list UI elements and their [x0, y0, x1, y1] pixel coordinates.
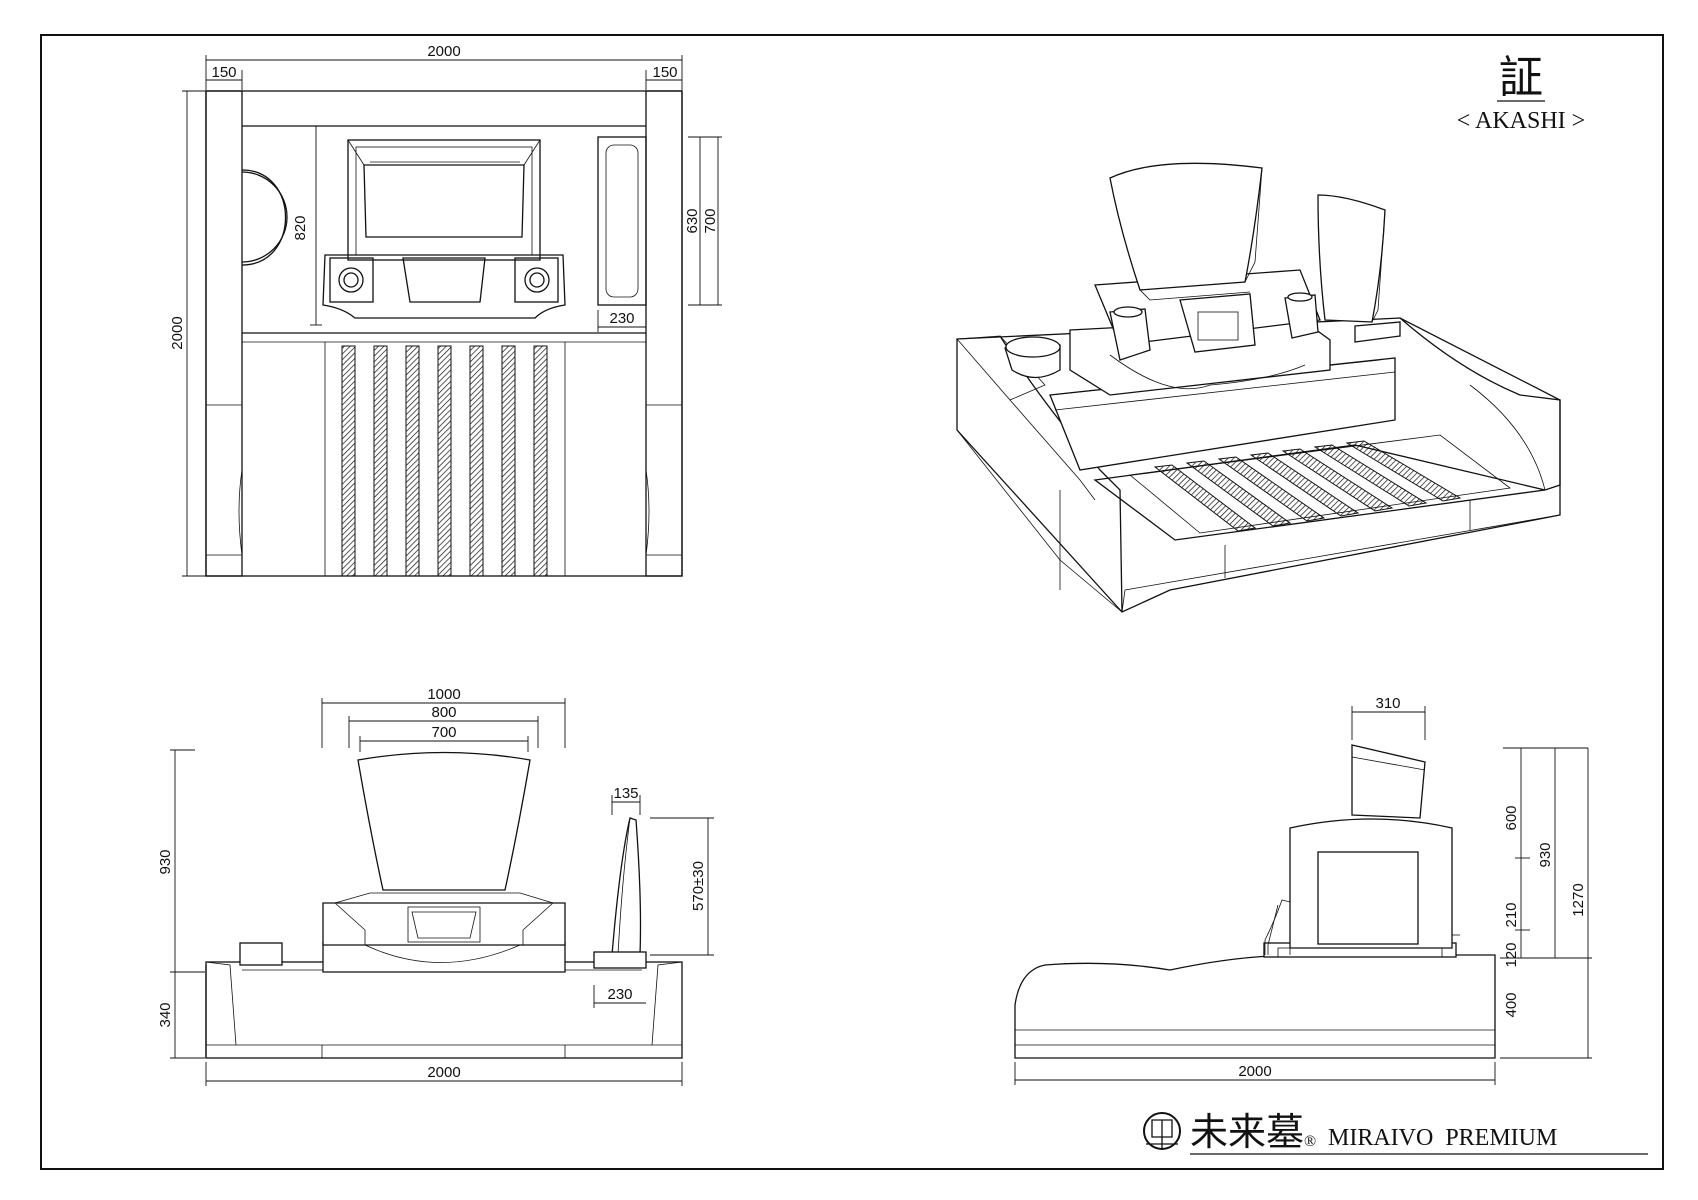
front-dim-800: 800 — [431, 704, 456, 721]
side-dim-120: 120 — [1503, 942, 1520, 967]
front-dim-135: 135 — [613, 785, 638, 802]
plan-dim-width: 2000 — [427, 43, 460, 60]
plan-view: 2000 150 150 2000 820 630 700 230 — [169, 43, 722, 577]
brand-mark-icon — [1143, 1112, 1181, 1150]
front-dim-340: 340 — [157, 1002, 174, 1027]
isometric-view — [956, 162, 1561, 613]
front-dim-230: 230 — [607, 986, 632, 1003]
side-dim-1270: 1270 — [1570, 883, 1587, 916]
side-dim-310: 310 — [1375, 695, 1400, 712]
brand-kanji: 未来墓 — [1190, 1112, 1304, 1154]
brand-registered-mark: ® — [1304, 1133, 1316, 1150]
plan-dim-plaque-width: 230 — [609, 310, 634, 327]
plan-dim-plaque-inner: 630 — [684, 208, 701, 233]
front-dim-570: 570±30 — [690, 861, 707, 911]
front-dim-1000: 1000 — [427, 686, 460, 703]
plan-dim-right-post: 150 — [652, 64, 677, 81]
brand-name: MIRAIVO PREMIUM — [1328, 1125, 1557, 1151]
side-dim-210: 210 — [1503, 902, 1520, 927]
drawing-frame — [40, 34, 1664, 1170]
front-dim-930: 930 — [157, 849, 174, 874]
iso-floor-stripes — [1153, 440, 1462, 532]
side-dim-930: 930 — [1537, 842, 1554, 867]
side-dim-600: 600 — [1503, 805, 1520, 830]
plan-dim-plaque-outer: 700 — [702, 208, 719, 233]
side-dim-400: 400 — [1503, 992, 1520, 1017]
front-dim-2000: 2000 — [427, 1064, 460, 1081]
brand-logo: 未来墓 ® MIRAIVO PREMIUM — [1143, 1112, 1648, 1155]
side-dim-2000: 2000 — [1238, 1063, 1271, 1080]
plan-floor-stripes — [324, 342, 566, 577]
title-kanji: 証 — [1499, 53, 1543, 102]
front-elevation: 1000 800 700 930 340 135 570±30 230 2000 — [157, 686, 714, 1086]
side-elevation: 310 600 210 120 930 1270 400 2000 — [1014, 695, 1592, 1085]
title-romaji: < AKASHI > — [1457, 108, 1585, 134]
title-block: 証 < AKASHI > — [1457, 53, 1585, 134]
plan-dim-left-post: 150 — [211, 64, 236, 81]
front-dim-700: 700 — [431, 724, 456, 741]
plan-dim-depth: 2000 — [169, 316, 186, 349]
plan-dim-inner-depth: 820 — [292, 215, 309, 240]
